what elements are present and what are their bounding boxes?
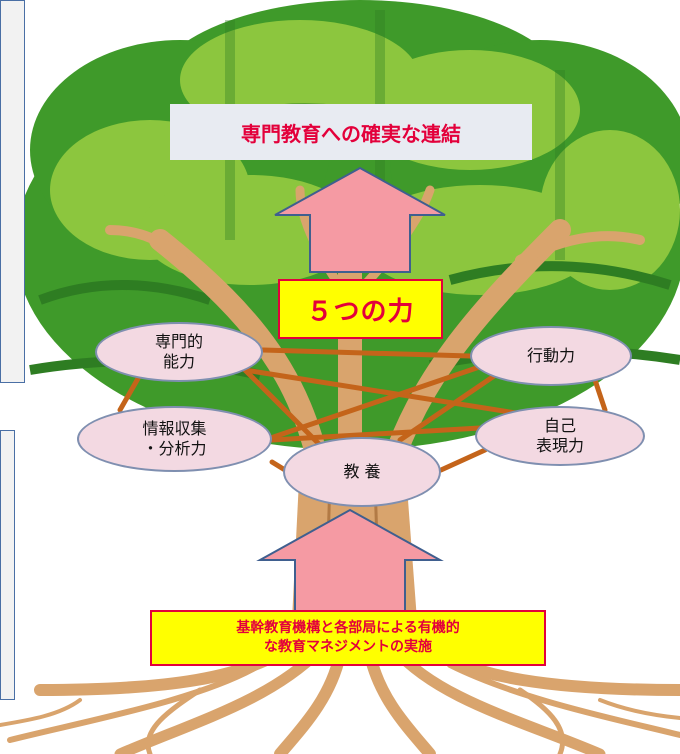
node-label: 情報収集 xyxy=(142,419,207,438)
arrow-up-to-goal xyxy=(274,166,446,273)
side-panel-bottom xyxy=(0,430,15,700)
node-label: 能力 xyxy=(162,352,195,371)
node-information-analysis: 情報収集 ・分析力 xyxy=(77,406,272,472)
node-label: 自己 xyxy=(543,416,576,435)
five-powers-label: ５つの力 xyxy=(278,279,443,339)
side-panel-top xyxy=(0,0,25,383)
foundation-label: 基幹教育機構と各部局による有機的 な教育マネジメントの実施 xyxy=(150,610,546,666)
foundation-line-2: な教育マネジメントの実施 xyxy=(264,639,432,655)
node-label: 行動力 xyxy=(526,346,575,365)
node-specialized-ability: 専門的 能力 xyxy=(95,322,263,382)
node-label: ・分析力 xyxy=(142,439,207,458)
node-label: 専門的 xyxy=(154,332,203,351)
node-label: 教 養 xyxy=(343,462,381,481)
node-self-expression: 自己 表現力 xyxy=(475,406,645,466)
goal-label: 専門教育への確実な連結 xyxy=(170,104,532,160)
node-label: 表現力 xyxy=(535,436,584,455)
foundation-line-1: 基幹教育機構と各部局による有機的 xyxy=(236,620,460,637)
node-liberal-arts: 教 養 xyxy=(283,437,441,507)
node-action-ability: 行動力 xyxy=(470,326,632,386)
